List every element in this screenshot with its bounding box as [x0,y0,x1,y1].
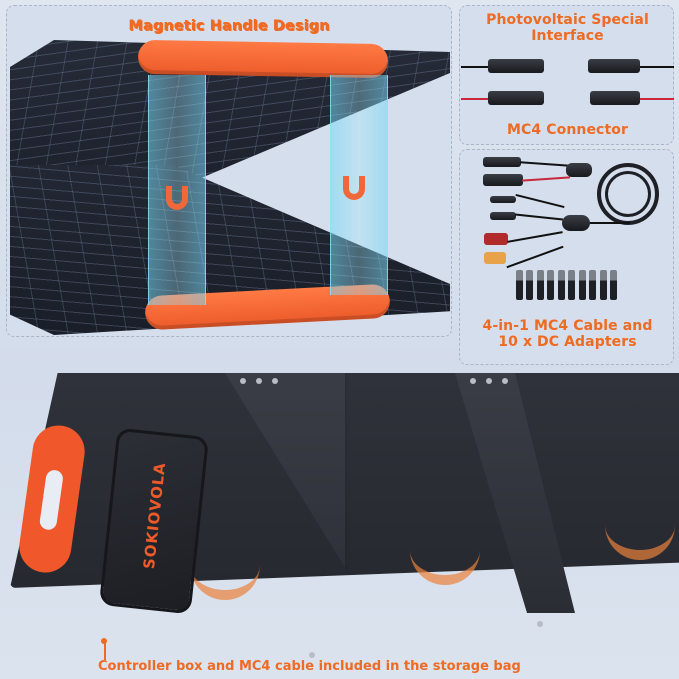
mc4-connector-section: Photovoltaic Special Interface MC4 Conne… [459,5,674,145]
cable-title-line-2: 10 x DC Adapters [498,334,637,351]
pv-title-line-1: Photovoltaic Special [486,12,649,28]
dc-adapter-icon [579,270,586,300]
dc-adapter-icon [568,270,575,300]
fold-arrow-icon [605,520,675,560]
cable-coil [597,163,659,225]
dc-adapter-icon [537,270,544,300]
wire-black [461,66,491,68]
cable-splitter [562,215,590,231]
callout-line [104,640,106,660]
mc4-connector-icon [590,91,640,105]
cable-title: 4-in-1 MC4 Cable and 10 x DC Adapters [460,318,675,350]
dc-adapter-icon [558,270,565,300]
dc-adapter-icon [600,270,607,300]
rivet [309,652,315,658]
magnetic-handle-title: Magnetic Handle Design [129,19,331,35]
magnet-icon [343,176,365,200]
cable-title-line-1: 4-in-1 MC4 Cable and [482,318,653,334]
mc4-connector-icon [488,59,544,73]
magnet-icon [166,186,188,210]
fold-arrow-icon [190,560,260,600]
dc-adapter-icon [516,270,523,300]
rivet [486,378,492,384]
dc-adapter-icon [547,270,554,300]
fold-arrow-icon [410,545,480,585]
mc4-connector-icon [488,91,544,105]
anderson-plug-icon [484,233,508,245]
pv-interface-title: Photovoltaic Special Interface [460,12,675,44]
dc-adapter-icon [589,270,596,300]
dc-plug-icon [490,212,516,220]
pv-title-line-2: Interface [531,28,604,45]
cable-splitter [566,163,592,177]
rivet [470,378,476,384]
rivet [537,621,543,627]
magnetic-handle-top [137,39,389,79]
xt60-plug-icon [484,252,506,264]
mc4-connector-icon [483,157,521,167]
dc-adapter-icon [610,270,617,300]
wire-red [640,98,674,100]
mc4-connector-caption: MC4 Connector [507,122,628,138]
magnetic-handle-title-overlay: Magnetic Handle Design [128,18,330,34]
mc4-connector-icon [483,174,523,186]
rivet [502,378,508,384]
storage-bag-caption: Controller box and MC4 cable included in… [98,659,521,674]
wire-black [590,222,630,224]
rivet [272,378,278,384]
dc-plug-icon [490,196,516,203]
mc4-connector-icon [588,59,640,73]
wire-red [461,98,491,100]
rivet [240,378,246,384]
dc-adapter-icon [526,270,533,300]
rivet [256,378,262,384]
wire-black [640,66,674,68]
